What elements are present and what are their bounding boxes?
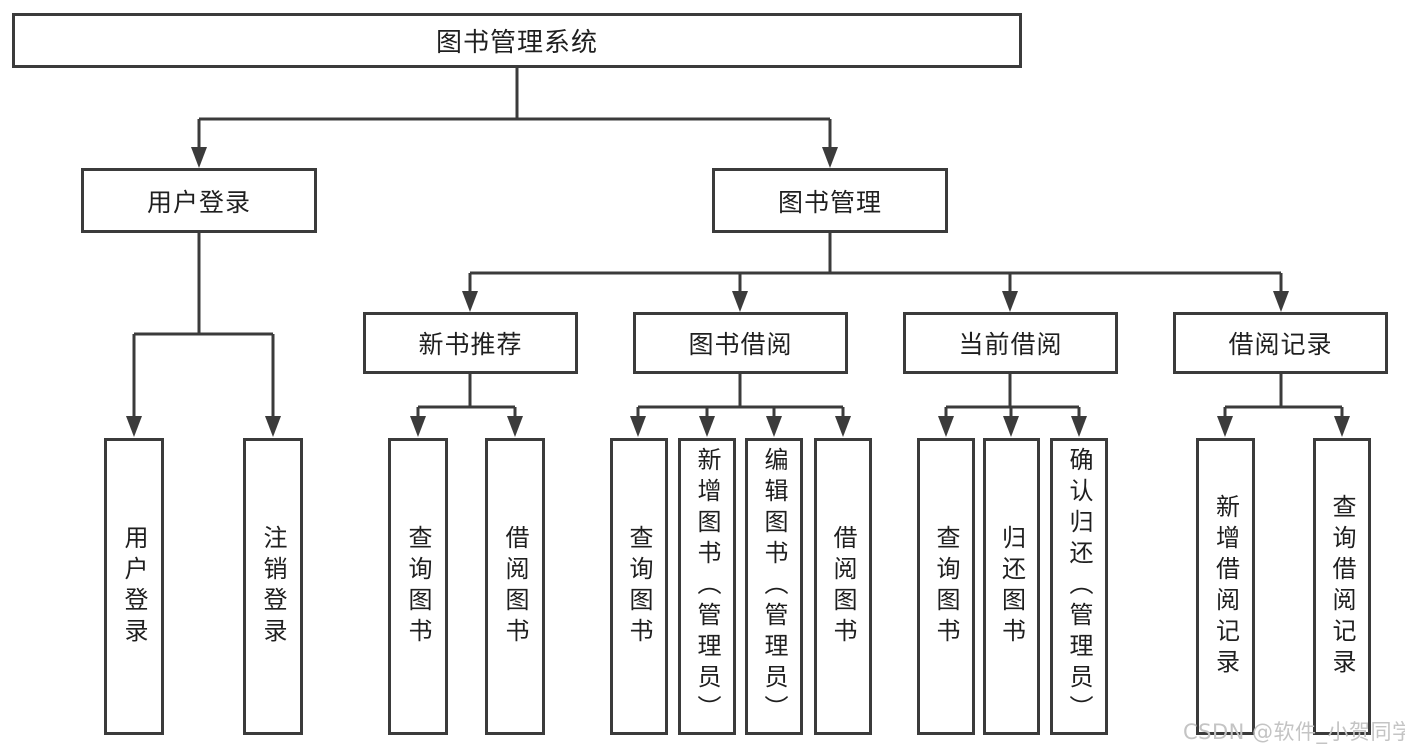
node-label: 注销登录 [259,524,287,649]
node-leaf-borrow-books-recommend: 借阅图书 [485,438,545,735]
node-user-login: 用户登录 [81,168,317,233]
arrowhead [938,416,954,437]
node-label: 查询图书 [404,524,432,649]
connector-book-borrow [636,374,845,431]
watermark: CSDN @软件_小贺同学 [1183,720,1405,744]
connector-book-management [468,233,1283,306]
node-leaf-borrow-books: 借阅图书 [814,438,872,735]
arrowhead [507,416,523,437]
connector-borrow-record [1223,374,1344,431]
arrowhead [1334,416,1350,437]
arrowhead [822,147,838,168]
node-leaf-query-books-borrow: 查询图书 [610,438,668,735]
arrowhead [462,291,478,312]
connector-user-login [132,233,275,431]
node-label: 确认归还（管理员） [1065,447,1093,726]
node-label: 新增借阅记录 [1211,493,1240,680]
arrowhead [630,416,646,437]
node-current-borrowing: 当前借阅 [903,312,1118,374]
arrowhead [126,416,142,437]
node-label: 查询图书 [625,524,653,649]
node-leaf-logout: 注销登录 [243,438,303,735]
node-label: 编辑图书（管理员） [760,447,788,726]
arrowhead [766,416,782,437]
arrowhead [1002,291,1018,312]
arrowhead [410,416,426,437]
node-label: 用户登录 [120,524,148,649]
node-label: 借阅图书 [829,524,857,649]
node-label: 借阅图书 [501,524,529,649]
arrowhead [699,416,715,437]
node-leaf-confirm-return-admin: 确认归还（管理员） [1050,438,1108,735]
node-label: 图书借阅 [688,330,793,359]
node-label: 借阅记录 [1228,330,1333,359]
node-leaf-query-books-current: 查询图书 [917,438,975,735]
arrowhead [1071,416,1087,437]
arrowhead [191,147,207,168]
node-leaf-add-books-admin: 新增图书（管理员） [678,438,736,735]
node-label: 新书推荐 [418,330,523,359]
node-borrowing-records: 借阅记录 [1173,312,1388,374]
arrowhead [1273,291,1289,312]
arrowhead [732,291,748,312]
node-label: 查询图书 [932,524,960,649]
node-book-management: 图书管理 [712,168,948,233]
node-leaf-add-borrow-record: 新增借阅记录 [1196,438,1255,735]
node-label: 归还图书 [997,524,1026,649]
connector-root [197,68,832,162]
node-leaf-return-books: 归还图书 [983,438,1040,735]
node-library-management-system: 图书管理系统 [12,13,1022,68]
arrowhead [835,416,851,437]
node-label: 新增图书（管理员） [693,447,721,726]
node-label: 用户登录 [146,187,251,217]
node-label: 查询借阅记录 [1328,493,1356,680]
node-leaf-edit-books-admin: 编辑图书（管理员） [745,438,803,735]
connector-new-book [416,374,517,431]
node-new-book-recommendation: 新书推荐 [363,312,578,374]
node-label: 当前借阅 [958,330,1063,359]
node-leaf-query-books-recommend: 查询图书 [388,438,448,735]
arrowhead [1217,416,1233,437]
arrowhead [1003,416,1019,437]
arrowhead [265,416,281,437]
node-leaf-user-login: 用户登录 [104,438,164,735]
node-label: 图书管理系统 [435,28,598,58]
node-book-borrowing: 图书借阅 [633,312,848,374]
node-label: 图书管理 [777,187,882,217]
node-leaf-query-borrow-record: 查询借阅记录 [1313,438,1371,735]
